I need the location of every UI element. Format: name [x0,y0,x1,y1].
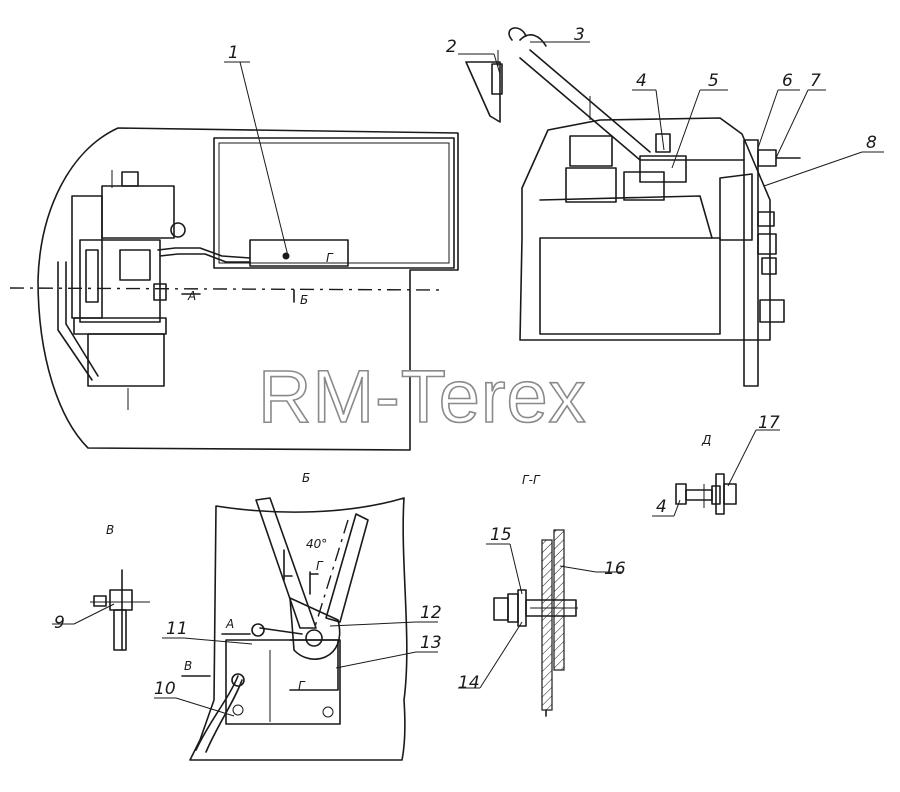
callout-9: 9 [54,613,65,633]
view-mark-a-top: А [187,289,196,303]
section-label-gg: Г-Г [522,473,541,487]
view-label-b: Б [302,471,310,485]
leaders-top-right [458,41,884,187]
callout-3: 3 [574,25,585,45]
callout-4-view-d: 4 [656,497,667,517]
view-d-bolt [675,473,737,515]
callout-13: 13 [420,633,442,653]
view-mark-b-top: Б [300,293,308,307]
pump-assembly-left [57,170,201,410]
svg-text:Г: Г [326,251,334,265]
arrow-v-label: В [184,659,192,673]
leader-1 [239,61,289,257]
callout-2: 2 [446,37,457,57]
callout-8: 8 [866,133,877,153]
cab-outline-view: Г [9,127,459,451]
callout-14: 14 [458,673,480,693]
section-gg-bolt [493,529,578,717]
watermark: RM-Terex [258,355,587,438]
section-mark-g2: Г [298,679,306,693]
section-mark-g: Г [316,559,324,573]
arrow-a-label: А [225,617,234,631]
callout-16: 16 [604,559,626,579]
callout-6: 6 [782,71,793,91]
callout-10: 10 [154,679,176,699]
cable-assembly [465,27,745,161]
view-label-d: Д [701,433,711,447]
callout-5: 5 [708,71,719,91]
callout-12: 12 [420,603,442,623]
angle-40: 40° [306,537,327,551]
callout-4: 4 [636,71,647,91]
view-v-part [90,569,150,651]
callout-7: 7 [810,71,821,91]
callout-15: 15 [490,525,512,545]
callout-17: 17 [758,413,780,433]
callout-11: 11 [166,619,188,639]
view-b-lever-assembly [189,497,408,761]
pump-side-view [519,96,801,387]
view-label-v: В [106,523,114,537]
callout-1: 1 [228,43,239,63]
